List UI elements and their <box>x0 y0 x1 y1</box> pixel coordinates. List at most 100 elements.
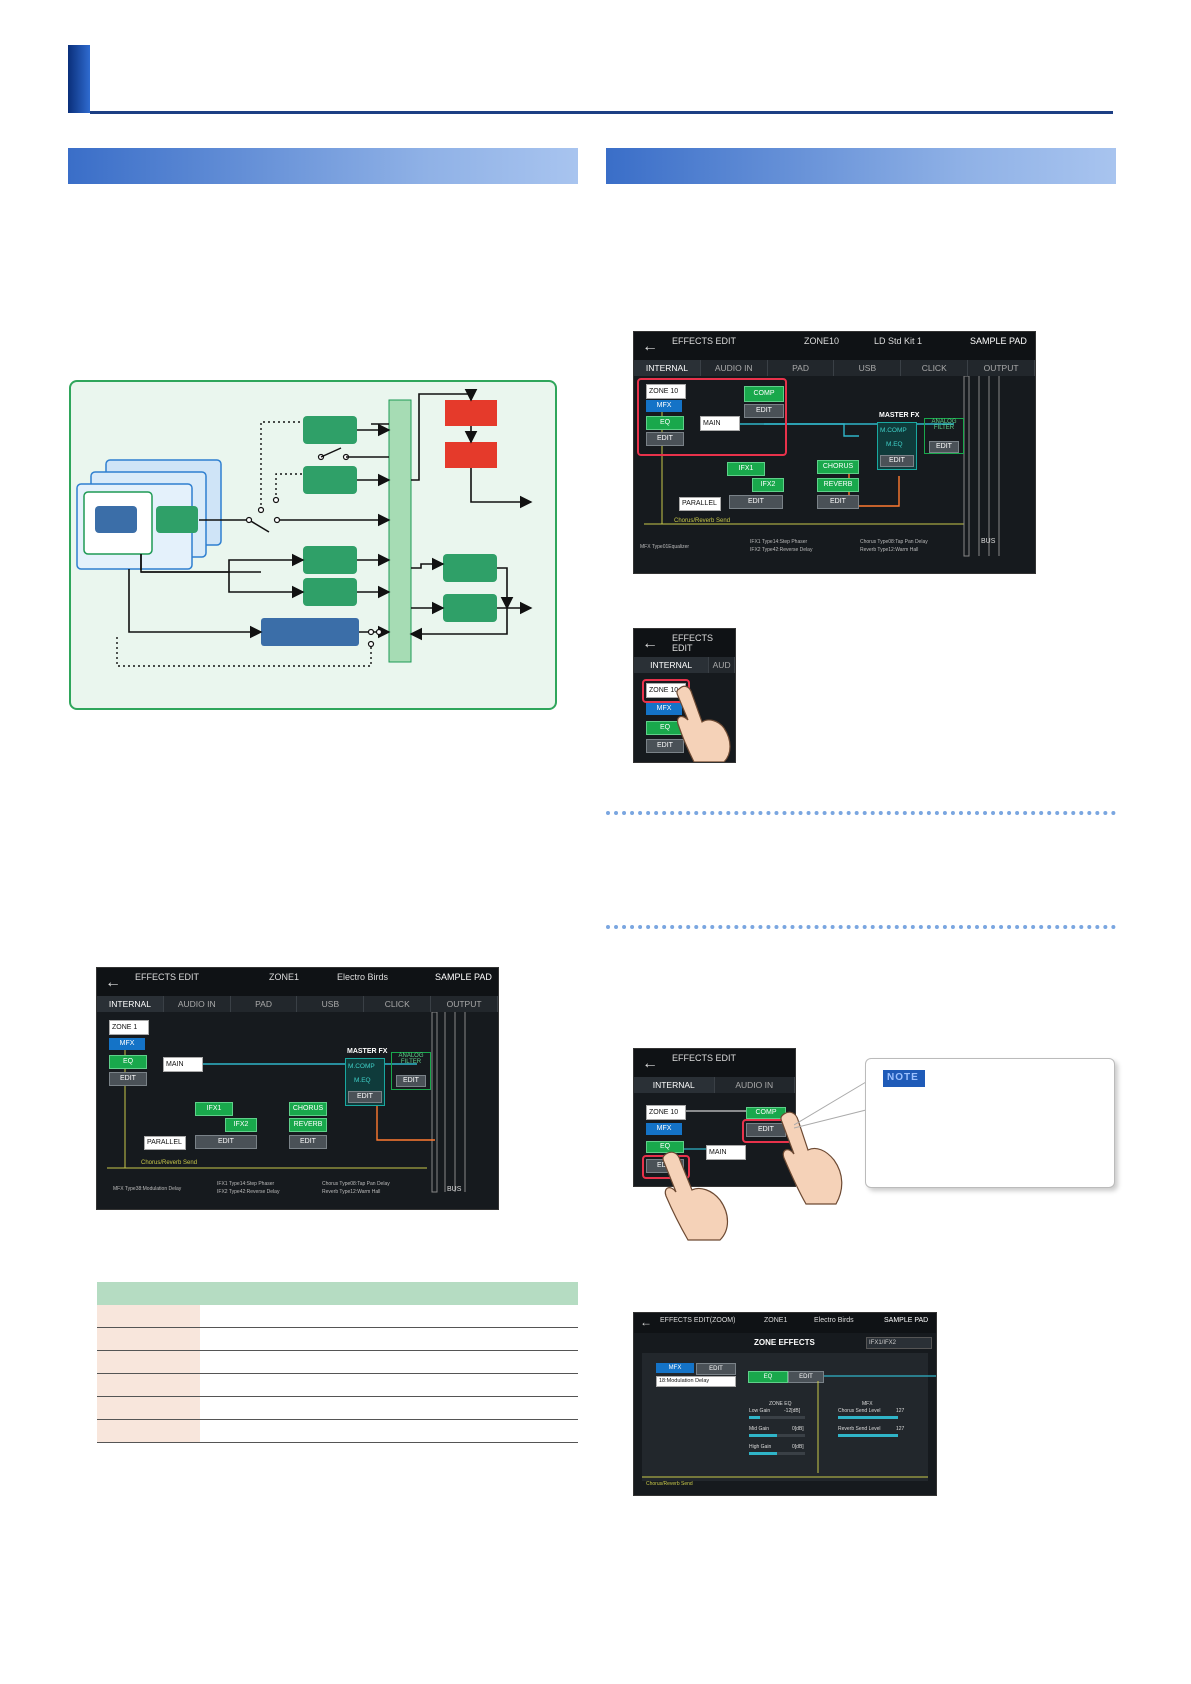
tab-audio-in[interactable]: AUDIO IN <box>164 996 231 1012</box>
tab-output[interactable]: OUTPUT <box>968 360 1035 376</box>
meq-label[interactable]: M.EQ <box>886 441 903 448</box>
ifx-selector[interactable]: IFX1/IFX2 <box>866 1337 932 1349</box>
mfx-button[interactable]: MFX <box>109 1038 145 1050</box>
meq-label[interactable]: M.EQ <box>354 1077 371 1084</box>
table-header-row <box>97 1282 578 1305</box>
ifx-routing-dropdown[interactable]: PARALLEL <box>144 1136 186 1150</box>
master-fx-box: M.COMP M.EQ EDIT <box>345 1058 385 1106</box>
sample-pad-label: SAMPLE PAD <box>970 336 1027 346</box>
divider-dotted-2 <box>606 925 1116 929</box>
zone-dropdown[interactable]: ZONE 10 <box>646 384 686 399</box>
ifx2-button[interactable]: IFX2 <box>225 1118 257 1132</box>
sample-pad-label: SAMPLE PAD <box>884 1317 929 1324</box>
master-fx-edit-button[interactable]: EDIT <box>348 1091 382 1103</box>
zone-dropdown[interactable]: ZONE 10 <box>646 1105 686 1120</box>
back-arrow-icon[interactable]: ← <box>642 1055 658 1072</box>
mfx-type-dropdown[interactable]: 18:Modulation Delay <box>656 1376 736 1387</box>
screen-title: EFFECTS EDIT <box>672 633 714 653</box>
back-arrow-icon[interactable]: ← <box>105 974 121 991</box>
zone-dropdown[interactable]: ZONE 10 <box>646 683 686 698</box>
table-row <box>97 1420 578 1443</box>
signal-flow-diagram <box>69 380 557 710</box>
output-dropdown[interactable]: MAIN <box>700 416 740 431</box>
mfx-button[interactable]: MFX <box>646 1123 682 1135</box>
screen-title: EFFECTS EDIT(ZOOM) <box>660 1317 736 1324</box>
ifx-edit-button[interactable]: EDIT <box>195 1135 257 1149</box>
output-dropdown[interactable]: MAIN <box>163 1057 203 1072</box>
tab-internal[interactable]: INTERNAL <box>634 1077 715 1093</box>
tab-internal[interactable]: INTERNAL <box>634 657 710 673</box>
tap-hand-icon <box>676 685 731 762</box>
mid-gain-slider[interactable] <box>749 1434 805 1437</box>
eq-button[interactable]: EQ <box>748 1371 788 1383</box>
footer-ifx1-type: IFX1 Type14:Step Phaser <box>750 539 808 545</box>
tab-audio-in[interactable]: AUDIO IN <box>715 1077 795 1093</box>
output-dropdown[interactable]: MAIN <box>706 1145 746 1160</box>
eq-button[interactable]: EQ <box>646 1141 684 1153</box>
ifx-edit-button[interactable]: EDIT <box>729 495 783 509</box>
low-gain-value: -12[dB] <box>784 1408 801 1414</box>
mfx-button[interactable]: MFX <box>656 1363 694 1373</box>
chorus-button[interactable]: CHORUS <box>289 1102 327 1116</box>
mcomp-label[interactable]: M.COMP <box>880 427 907 434</box>
eq-button[interactable]: EQ <box>109 1055 147 1069</box>
tab-internal[interactable]: INTERNAL <box>97 996 164 1012</box>
ifx1-button[interactable]: IFX1 <box>195 1102 233 1116</box>
zone-edit-button[interactable]: EDIT <box>109 1072 147 1086</box>
eq-button[interactable]: EQ <box>646 721 684 735</box>
tab-usb[interactable]: USB <box>297 996 365 1012</box>
note-badge: NOTE <box>883 1070 925 1087</box>
title-rule <box>90 111 1113 114</box>
comp-edit-button[interactable]: EDIT <box>746 1123 786 1137</box>
reverb-button[interactable]: REVERB <box>817 478 859 492</box>
chorus-send-slider[interactable] <box>838 1416 898 1419</box>
tab-internal[interactable]: INTERNAL <box>634 360 701 376</box>
comp-button[interactable]: COMP <box>746 1107 786 1119</box>
comp-button[interactable]: COMP <box>744 386 784 402</box>
tab-pad[interactable]: PAD <box>231 996 298 1012</box>
ifx-routing-dropdown[interactable]: PARALLEL <box>679 497 721 511</box>
tab-audio-in[interactable]: AUDIO IN <box>701 360 768 376</box>
ifx2-button[interactable]: IFX2 <box>752 478 784 492</box>
eq-button[interactable]: EQ <box>646 416 684 430</box>
analog-filter-edit-button[interactable]: EDIT <box>396 1075 426 1087</box>
zone-label: ZONE10 <box>804 336 840 346</box>
tab-audio-in[interactable]: AUD <box>709 657 735 673</box>
analog-filter-edit-button[interactable]: EDIT <box>929 441 959 453</box>
zone-dropdown[interactable]: ZONE 1 <box>109 1020 149 1035</box>
mfx-edit-button[interactable]: EDIT <box>696 1363 736 1375</box>
tab-pad[interactable]: PAD <box>768 360 835 376</box>
chorus-button[interactable]: CHORUS <box>817 460 859 474</box>
back-arrow-icon[interactable]: ← <box>640 1315 652 1329</box>
analog-filter-box: ANALOG FILTER EDIT <box>391 1052 431 1090</box>
back-arrow-icon[interactable]: ← <box>642 635 658 652</box>
tab-output[interactable]: OUTPUT <box>431 996 498 1012</box>
high-gain-slider[interactable] <box>749 1452 805 1455</box>
zone-edit-button[interactable]: EDIT <box>646 432 684 446</box>
mfx-button[interactable]: MFX <box>646 400 682 412</box>
tab-bar: INTERNAL AUDIO IN <box>634 1077 795 1093</box>
send-label: Chorus/Reverb Send <box>674 518 731 524</box>
mfx-button[interactable]: MFX <box>646 703 682 715</box>
chorus-reverb-edit-button[interactable]: EDIT <box>289 1135 327 1149</box>
back-arrow-icon[interactable]: ← <box>642 338 658 355</box>
footer-mfx-type: MFX Type38:Modulation Delay <box>113 1186 182 1192</box>
footer-mfx-type: MFX Type01Equalizer <box>640 544 690 550</box>
tab-click[interactable]: CLICK <box>364 996 432 1012</box>
low-gain-slider[interactable] <box>749 1416 805 1419</box>
reverb-button[interactable]: REVERB <box>289 1118 327 1132</box>
ifx1-button[interactable]: IFX1 <box>727 462 765 476</box>
footer-reverb-type: Reverb Type12:Warm Hall <box>860 547 919 553</box>
tab-bar: INTERNAL AUD <box>634 657 735 673</box>
chorus-reverb-edit-button[interactable]: EDIT <box>817 495 859 509</box>
comp-edit-button[interactable]: EDIT <box>744 404 784 418</box>
eq-edit-button[interactable]: EDIT <box>788 1371 824 1383</box>
reverb-send-slider[interactable] <box>838 1434 898 1437</box>
master-fx-edit-button[interactable]: EDIT <box>880 455 914 467</box>
mfx-send-heading: MFX <box>862 1401 873 1407</box>
mcomp-label[interactable]: M.COMP <box>348 1063 375 1070</box>
zone-edit-button[interactable]: EDIT <box>646 739 684 753</box>
tab-click[interactable]: CLICK <box>901 360 969 376</box>
tab-usb[interactable]: USB <box>834 360 902 376</box>
title-marker <box>68 45 90 113</box>
